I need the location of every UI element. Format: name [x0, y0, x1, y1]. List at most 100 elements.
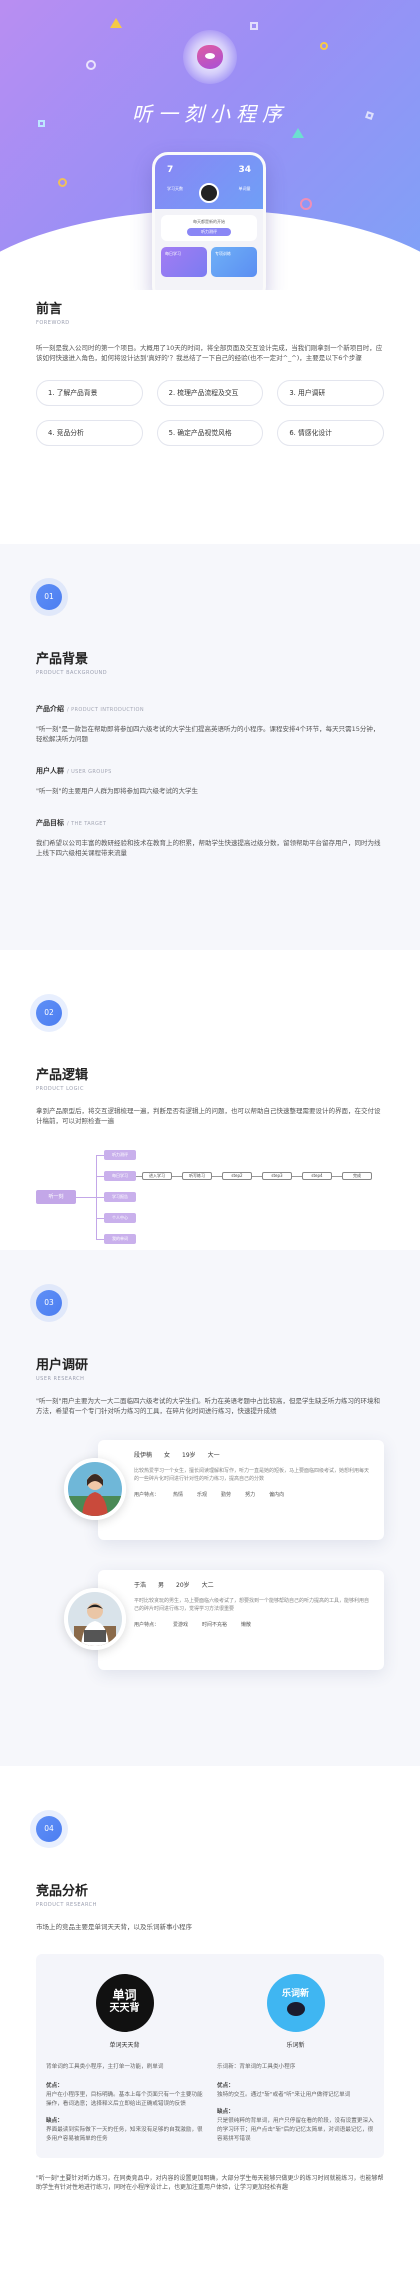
- logo-text-line: 单词: [112, 1988, 137, 2002]
- section-subtitle: FOREWORD: [36, 320, 70, 326]
- step-pill: 2. 梳理产品流程及交互: [156, 380, 264, 406]
- competitor-analysis: 背单词的工具类小程序，主打单一功能，刷单词 优点： 用户在小程序里，目标明确。基…: [46, 2063, 203, 2144]
- cons-text: 只是很纯粹的背单词，用户只停留在看的阶段，没有设置更深入的学习环节；用户点击"斩…: [217, 2118, 374, 2142]
- section-subtitle: PRODUCT RESEARCH: [36, 1902, 97, 1908]
- competitor-text: 市场上的竞品主要是单词天天背，以及乐词新事小程序: [36, 1923, 192, 1931]
- sub-heading-cn: 产品目标: [36, 819, 64, 827]
- phone-card-text: 每天都是新的开始: [193, 219, 225, 224]
- step-pill: 1. 了解产品背景: [36, 380, 143, 406]
- persona-photo: [64, 1588, 126, 1650]
- logo-mark: [286, 2002, 305, 2016]
- foreword-text: 听一刻是我入公司时的第一个项目。大概用了10天的时间，将全部页面及交互设计完成，…: [36, 344, 383, 362]
- competitor-name: 单词天天背: [109, 2042, 140, 2049]
- stat-label: 单词量: [238, 186, 251, 191]
- persona-tag: 热情: [173, 1492, 184, 1498]
- persona-tags: 用户特点： 爱游戏 时间不充裕 懒散: [134, 1621, 372, 1628]
- diagram-root-node: 听一刻: [36, 1190, 76, 1204]
- phone-tile: 每日学习: [161, 247, 207, 277]
- sub-heading-en: / USER GROUPS: [67, 769, 112, 775]
- triangle-decoration: [292, 128, 304, 138]
- foreword-section: 前言 FOREWORD 听一刻是我入公司时的第一个项目。大概用了10天的时间，将…: [0, 290, 420, 544]
- product-logic-section: 02 产品逻辑 PRODUCT LOGIC 拿到产品原型后，将交互逻辑梳理一遍，…: [0, 950, 420, 1250]
- users-block: 用户人群/ USER GROUPS "听一刻"的主要用户人群为即将参加四六级考试…: [36, 766, 384, 796]
- research-text: "听一刻"用户主要为大一大二面临四六级考试的大学生们。听力在英语考题中占比较高，…: [36, 1397, 380, 1415]
- circle-decoration: [320, 42, 328, 50]
- diagram-branch-node: 我的单词: [104, 1234, 136, 1244]
- pros-heading: 优点：: [46, 2083, 63, 2089]
- persona-tag: 努力: [245, 1492, 256, 1498]
- section-subtitle: USER RESEARCH: [36, 1376, 85, 1382]
- sub-heading: 产品目标/ THE TARGET: [36, 818, 384, 828]
- phone-stat-left: 7 学习天数: [167, 165, 183, 194]
- persona-tag: 时间不充裕: [202, 1622, 228, 1628]
- logo-text-line: 天天背: [109, 2003, 140, 2014]
- triangle-decoration: [110, 18, 122, 28]
- persona-gender: 女: [164, 1452, 171, 1459]
- persona-tag: 爱游戏: [173, 1622, 189, 1628]
- section-number-badge: 03: [36, 1290, 62, 1316]
- target-block: 产品目标/ THE TARGET 我们希望以公司丰富的教研经验和技术在教育上的积…: [36, 818, 384, 858]
- competitor-comparison: 单词 天天背 单词天天背 背单词的工具类小程序，主打单一功能，刷单词 优点： 用…: [36, 1954, 384, 2158]
- persona-description: 比较热爱学习一个女生，擅长阅读理解和写作，听力一直是她的短板，马上要面临四级考试…: [134, 1468, 370, 1482]
- persona-card-body: 段伊楠 女 19岁 大一 比较热爱学习一个女生，擅长阅读理解和写作，听力一直是她…: [98, 1440, 384, 1540]
- diagram-branch-node: 学习报告: [104, 1192, 136, 1202]
- persona-tag: 勤劳: [221, 1492, 232, 1498]
- section-title: 用户调研: [36, 1358, 89, 1373]
- phone-tiles: 每日学习 专项训练: [161, 247, 257, 277]
- persona-info: 于浩 男 20岁 大二: [134, 1580, 372, 1589]
- diagram-flow-node: 完成: [342, 1172, 372, 1180]
- persona-gender: 男: [158, 1582, 165, 1589]
- phone-tile: 专项训练: [211, 247, 257, 277]
- diagram-connector: [96, 1197, 104, 1198]
- square-decoration: [38, 120, 45, 127]
- section-subtitle: PRODUCT LOGIC: [36, 1086, 84, 1092]
- diagram-flow-node: step4: [302, 1172, 332, 1180]
- users-text: "听一刻"的主要用户人群为即将参加四六级考试的大学生: [36, 787, 198, 795]
- competitor-analysis: 乐词新：背单词的工具类小程序 优点： 独特的交互。通过"斩"或者"听"来让用户做…: [217, 2063, 374, 2144]
- diagram-flow-node: step3: [262, 1172, 292, 1180]
- sub-heading-cn: 用户人群: [36, 767, 64, 775]
- square-decoration: [250, 22, 258, 30]
- persona-card: 段伊楠 女 19岁 大一 比较热爱学习一个女生，擅长阅读理解和写作，听力一直是她…: [36, 1440, 384, 1540]
- phone-stat-right: 34 单词量: [238, 165, 251, 194]
- competitor-name: 乐词新: [286, 2042, 305, 2049]
- competitor-logo-text: 单词 天天背: [96, 1988, 154, 2016]
- pros-text: 用户在小程序里，目标明确。基本上每个页面只有一个主要功能操作，看词选意；选择释义…: [46, 2092, 203, 2107]
- app-logo-icon: [197, 45, 223, 69]
- phone-card-button: 听力测评: [187, 228, 231, 236]
- target-text: 我们希望以公司丰富的教研经验和技术在教育上的积累，帮助学生快速提高过级分数，留领…: [36, 839, 381, 857]
- persona-tag-label: 用户特点：: [134, 1622, 160, 1628]
- intro-block: 产品介绍/ PRODUCT INTRODUCTION "听一刻"是一款旨在帮助即…: [36, 704, 384, 744]
- diagram-connector: [96, 1218, 104, 1219]
- sub-heading-en: / THE TARGET: [67, 821, 107, 827]
- section-title: 产品逻辑: [36, 1068, 89, 1083]
- competitor-left: 单词 天天背 单词天天背 背单词的工具类小程序，主打单一功能，刷单词 优点： 用…: [46, 1974, 203, 2144]
- sub-heading: 用户人群/ USER GROUPS: [36, 766, 384, 776]
- persona-grade: 大一: [207, 1452, 220, 1459]
- persona-tag: 偏内向: [269, 1492, 285, 1498]
- persona-description: 平时比较贪玩的男生，马上要面临六级考试了，想要找到一个能够帮助自己的听力提高的工…: [134, 1598, 370, 1612]
- cons-text: 界面最读到实际做下一天的任务，知来没有足够的自我激励，很多用户容易被简单的任务: [46, 2127, 203, 2142]
- competitor-logo-icon: 乐词新: [266, 1974, 325, 2032]
- persona-tag-label: 用户特点：: [134, 1492, 160, 1498]
- persona-card-body: 于浩 男 20岁 大二 平时比较贪玩的男生，马上要面临六级考试了，想要找到一个能…: [98, 1570, 384, 1670]
- diagram-branch-node: 个人中心: [104, 1213, 136, 1223]
- competitor-description: 背单词的工具类小程序，主打单一功能，刷单词: [46, 2064, 164, 2070]
- diagram-branch-node: 每日学习: [104, 1171, 136, 1181]
- section-number-badge: 02: [36, 1000, 62, 1026]
- diagram-branch-node: 听力测评: [104, 1150, 136, 1160]
- competitor-description: 乐词新：背单词的工具类小程序: [217, 2064, 296, 2070]
- logic-diagram: 听一刻 听力测评 每日学习 学习报告 个人中心 我的单词 进入学习 听写练习 s…: [36, 1144, 384, 1254]
- diagram-connector: [76, 1197, 96, 1198]
- intro-text: "听一刻"是一款旨在帮助即将参加四六级考试的大学生们提高英语听力的小程序。课程安…: [36, 725, 380, 743]
- persona-card: 于浩 男 20岁 大二 平时比较贪玩的男生，马上要面临六级考试了，想要找到一个能…: [36, 1570, 384, 1670]
- phone-card: 每天都是新的开始 听力测评: [161, 215, 257, 241]
- persona-info: 段伊楠 女 19岁 大一: [134, 1450, 372, 1459]
- competitor-conclusion: "听一刻"主要针对听力练习，在同类竞品中，对内容的设置更加明确，大部分学生每天能…: [36, 2175, 384, 2191]
- persona-name: 段伊楠: [134, 1452, 153, 1459]
- section-title: 竞品分析: [36, 1884, 89, 1899]
- section-title: 产品背景: [36, 652, 89, 667]
- persona-photo: [64, 1458, 126, 1520]
- step-pill: 6. 情感化设计: [277, 420, 384, 446]
- competitor-section: 04 竞品分析 PRODUCT RESEARCH 市场上的竞品主要是单词天天背，…: [0, 1766, 420, 2286]
